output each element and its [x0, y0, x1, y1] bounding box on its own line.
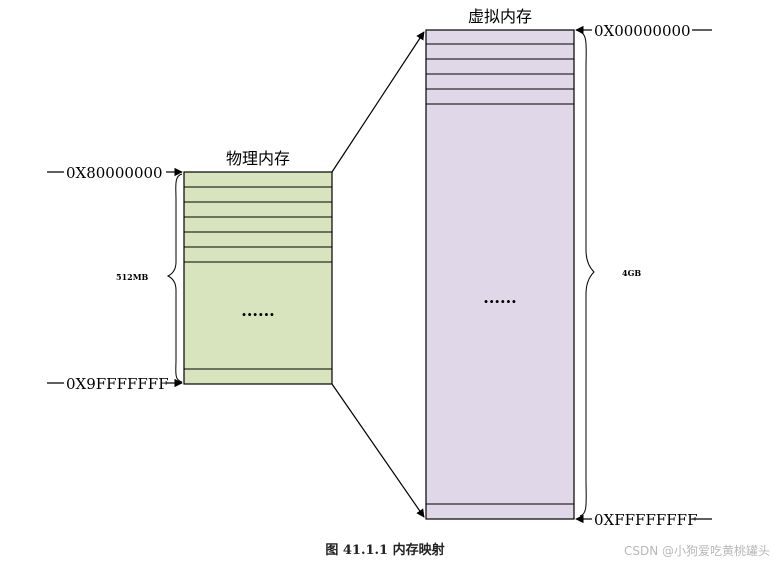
- virtual-size-label: 4GB: [622, 268, 641, 278]
- virtual-memory-rect: [425, 29, 575, 520]
- figure-caption: 图 41.1.1 内存映射: [325, 542, 444, 558]
- physical-memory-block: 物理内存 ...... 0X80000000 0X9FFFFFFF 512MB: [47, 149, 333, 393]
- virtual-end-address: 0XFFFFFFFF: [594, 511, 697, 529]
- physical-start-address: 0X80000000: [66, 164, 163, 182]
- mapping-line-bottom: [331, 383, 425, 518]
- virtual-start-address: 0X00000000: [594, 22, 691, 40]
- physical-size-label: 512MB: [116, 272, 149, 282]
- virtual-memory-block: 虚拟内存 ...... 0X00000000 0XFFFFFFFF 4GB: [425, 7, 712, 529]
- physical-memory-rect: [183, 171, 333, 385]
- physical-memory-title: 物理内存: [226, 149, 290, 168]
- physical-memory-rows: [184, 186, 332, 370]
- virtual-size-brace: [579, 31, 595, 517]
- mapping-line-top: [331, 31, 425, 173]
- watermark: CSDN @小狗爱吃黄桃罐头: [624, 543, 770, 558]
- physical-end-address: 0X9FFFFFFF: [66, 375, 169, 393]
- virtual-memory-ellipsis: ......: [483, 288, 516, 307]
- physical-size-brace: [166, 173, 183, 383]
- physical-memory-ellipsis: ......: [241, 301, 274, 320]
- virtual-memory-rows: [426, 43, 574, 505]
- virtual-memory-title: 虚拟内存: [468, 7, 532, 26]
- mapping-lines: [331, 31, 425, 518]
